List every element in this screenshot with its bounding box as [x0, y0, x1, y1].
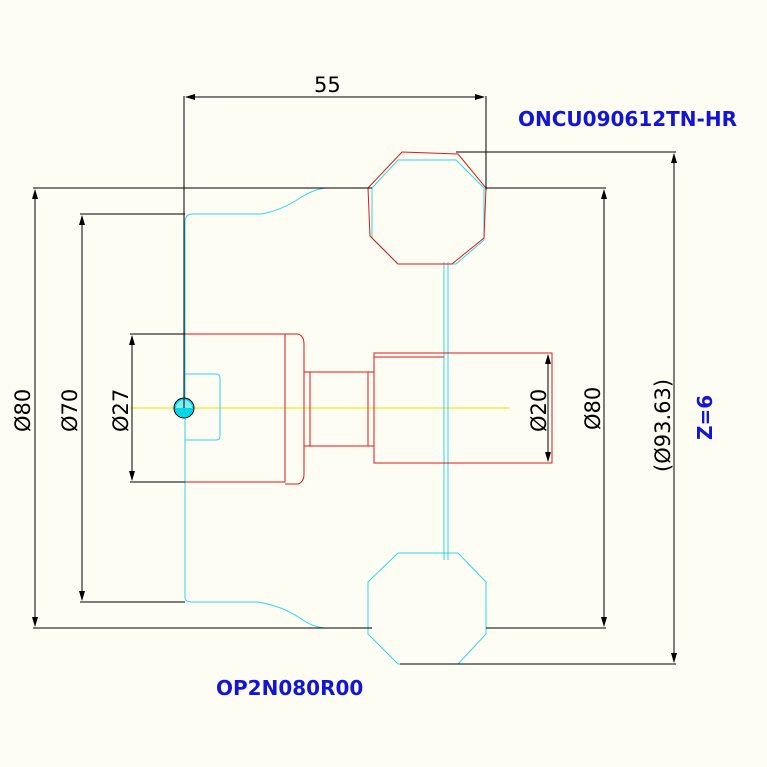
dimension-dia70: Ø70	[58, 213, 185, 603]
cutter-code-label: OP2N080R00	[216, 676, 363, 700]
dim-dia93-label: (Ø93.63)	[651, 379, 675, 472]
dimension-dia93: (Ø93.63)	[400, 151, 677, 665]
insert-code-label: ONCU090612TN-HR	[518, 107, 737, 131]
dim-dia80-right-label: Ø80	[581, 387, 605, 430]
dim-dia70-label: Ø70	[58, 389, 82, 432]
dimension-dia27: Ø27	[109, 333, 185, 483]
dim-55-label: 55	[314, 73, 341, 97]
dim-dia20-label: Ø20	[527, 389, 551, 432]
dim-dia27-label: Ø27	[109, 389, 133, 432]
teeth-count-label: Z=6	[693, 395, 717, 440]
dimension-dia20: Ø20	[527, 354, 551, 462]
dimension-dia80-left: Ø80	[11, 187, 372, 629]
dim-dia80-left-label: Ø80	[11, 389, 35, 432]
cutter-body-outline	[184, 159, 487, 665]
dimension-55: 55	[183, 73, 487, 408]
insert-outline	[185, 151, 553, 485]
dimension-dia80-right: Ø80	[486, 187, 607, 629]
